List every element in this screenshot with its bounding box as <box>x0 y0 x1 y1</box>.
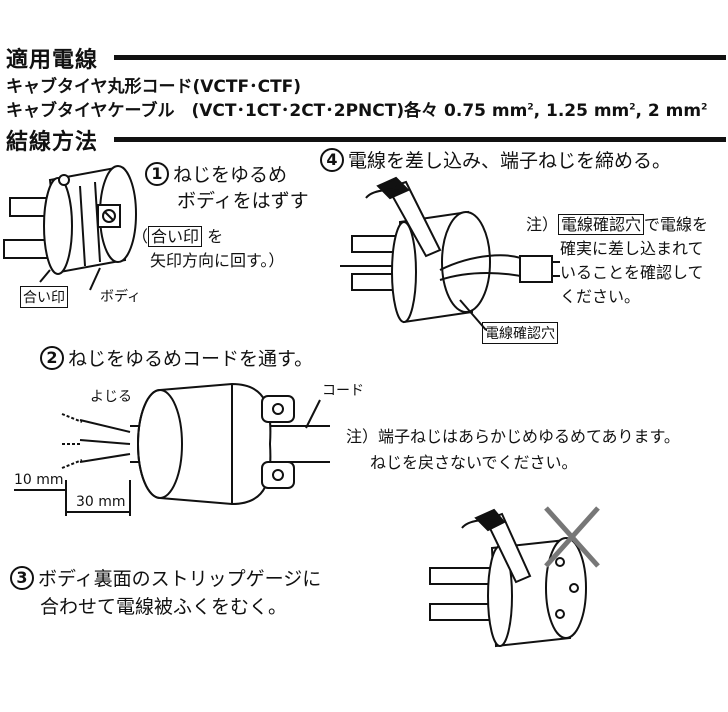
cord-type-line-1: キャブタイヤ丸形コード(VCTF･CTF) <box>6 77 302 97</box>
cord-type-line-2: キャブタイヤケーブル (VCT･1CT･2CT･2PNCT)各々 0.75 mm… <box>6 96 707 121</box>
step2-note-line2: ねじを戻さないでください。 <box>370 453 578 472</box>
cord-type-line-2-prefix: キャブタイヤケーブル (VCT･1CT･2CT･2PNCT)各々 0.75 mm <box>6 101 528 121</box>
step4-note-line3: いることを確認して <box>560 263 704 282</box>
plug-illustration-step4 <box>340 176 560 331</box>
cord-size-1-25: , 1.25 mm <box>533 101 630 121</box>
heading-rule <box>114 55 726 60</box>
section-heading-wiring-method: 結線方法 <box>6 130 99 155</box>
step4-note-line2: 確実に差し込まれて <box>560 239 704 258</box>
step1-paren-line1: （合い印 を <box>132 226 223 248</box>
superscript: 2 <box>701 102 708 113</box>
dimension-10mm: 10 mm <box>14 472 64 488</box>
step1-text-line1: ねじをゆるめ <box>173 164 288 186</box>
cord-size-2: , 2 mm <box>635 101 702 121</box>
step3-text-line2: 合わせて電線被ふくをむく。 <box>40 596 288 618</box>
body-callout: ボディ <box>100 289 142 305</box>
step-number-badge: 1 <box>145 162 169 186</box>
step-number-badge: 4 <box>320 148 344 172</box>
alignment-mark-label: 合い印 <box>148 226 203 247</box>
step-number-badge: 3 <box>10 566 34 590</box>
step1-paren-text1: を <box>202 227 224 246</box>
step2-note-line1: 注）端子ねじはあらかじめゆるめてあります。 <box>346 427 680 446</box>
step2-text: ねじをゆるめコードを通す。 <box>68 348 314 370</box>
twist-label: よじる <box>90 389 132 405</box>
step-number-badge: 2 <box>40 346 64 370</box>
plug-illustration-step1 <box>3 165 137 275</box>
plug-illustration-incorrect <box>429 508 587 648</box>
step4-note-line1-rest: で電線を <box>644 215 709 234</box>
leader-line <box>89 267 101 291</box>
step3-text-line1: ボディ裏面のストリップゲージに <box>38 568 322 590</box>
paren-open: （ <box>132 227 149 246</box>
step4-note-line1: 注）電線確認穴で電線を <box>526 214 708 236</box>
cord-label: コード <box>322 383 364 399</box>
leader-line <box>39 269 51 283</box>
step4-note-line4: ください。 <box>560 287 641 306</box>
note-prefix: 注） <box>526 215 559 234</box>
wire-check-hole-label: 電線確認穴 <box>558 214 645 235</box>
step1-text-line2: ボディをはずす <box>177 190 309 212</box>
cross-mark-icon <box>544 506 600 568</box>
superscript: 2 <box>629 102 636 113</box>
wire-check-hole-callout: 電線確認穴 <box>482 322 558 344</box>
section-heading-applicable-wires: 適用電線 <box>6 48 99 73</box>
connector-illustration-step2 <box>14 382 330 516</box>
alignment-mark-callout: 合い印 <box>20 286 68 308</box>
step1-paren-line2: 矢印方向に回す。） <box>150 251 285 270</box>
superscript: 2 <box>527 102 534 113</box>
dimension-30mm: 30 mm <box>76 494 126 510</box>
heading-rule <box>114 137 726 142</box>
step4-text: 電線を差し込み、端子ねじを締める。 <box>348 150 672 172</box>
